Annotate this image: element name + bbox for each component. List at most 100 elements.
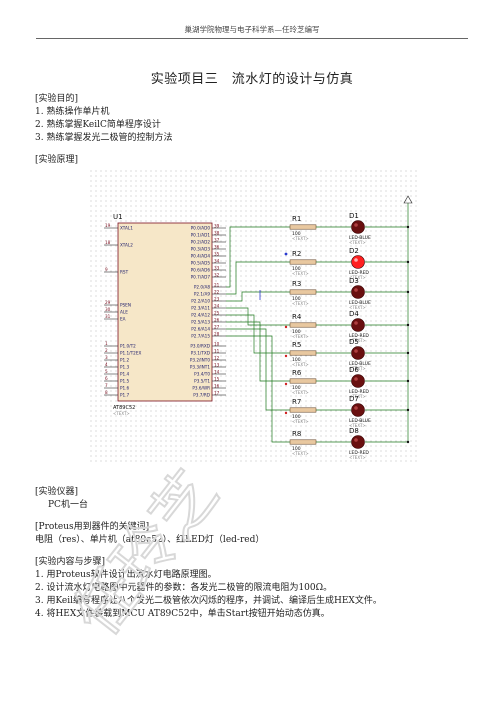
led-highlight [354, 288, 358, 292]
instrument-heading: [实验仪器] [35, 487, 79, 497]
junction-dot [406, 351, 410, 355]
resistor [289, 407, 317, 413]
pin-number: 22 [214, 289, 220, 294]
resistor-value: 100 [292, 385, 301, 391]
chip-text: <TEXT> [113, 411, 130, 416]
pin-name: P2.7/A15 [191, 334, 210, 339]
chip-part: AT89C52 [113, 405, 135, 411]
resistor [289, 350, 317, 356]
led-highlight [354, 438, 358, 442]
junction-dot [406, 290, 410, 294]
resistor-ref: R3 [292, 280, 301, 288]
led-part: LED-RED [349, 450, 369, 456]
pin-number: 30 [105, 307, 111, 312]
pin-number: 1 [105, 341, 108, 346]
led-text: <TEXT> [349, 275, 366, 280]
led [351, 318, 365, 332]
pin-number: 27 [214, 324, 220, 329]
resistor-value: 100 [292, 266, 301, 272]
resistor-text: <TEXT> [292, 390, 309, 395]
pin-number: 4 [105, 362, 108, 367]
led-text: <TEXT> [349, 394, 366, 399]
purpose-item: 1. 熟练操作单片机 [35, 107, 110, 117]
page-header: 巢湖学院物理与电子科学系—任玲芝编写 [184, 25, 320, 34]
pin-number: 37 [214, 237, 220, 242]
resistor-text: <TEXT> [292, 419, 309, 424]
steps-heading: [实验内容与步骤] [35, 557, 106, 567]
pin-name: P2.6/A14 [191, 327, 210, 332]
pin-name: P3.2/INT0 [190, 358, 211, 363]
led [351, 374, 365, 388]
resistor-ref: R1 [292, 215, 301, 223]
resistor-text: <TEXT> [292, 301, 309, 306]
led-part: LED-RED [349, 333, 369, 339]
pin-name: P1.1/T2EX [120, 351, 141, 356]
led-ref: D6 [349, 366, 359, 374]
purpose-item: 3. 熟练掌握发光二极管的控制方法 [35, 133, 173, 143]
led-text: <TEXT> [349, 366, 366, 371]
junction-dot [406, 323, 410, 327]
pin-number: 18 [105, 240, 111, 245]
pin-name: P1.6 [120, 386, 130, 391]
pin-name: P2.4/A12 [191, 313, 210, 318]
resistor-text: <TEXT> [292, 334, 309, 339]
resistor-ref: R7 [292, 398, 301, 406]
pin-number: 33 [214, 265, 220, 270]
led-text: <TEXT> [349, 423, 366, 428]
resistor [289, 322, 317, 328]
resistor [289, 439, 317, 445]
pin-number: 10 [214, 341, 220, 346]
pin-number: 36 [214, 244, 220, 249]
pin-number: 14 [214, 369, 220, 374]
pin-number: 24 [214, 303, 220, 308]
probe-marker [284, 354, 288, 358]
led-part: LED-RED [349, 270, 369, 276]
led-ref: D7 [349, 395, 359, 403]
pin-number: 17 [214, 390, 220, 395]
junction-dot [406, 440, 410, 444]
led-part: LED-BLUE [349, 235, 371, 241]
instrument-body: PC机一台 [48, 500, 88, 510]
pin-number: 26 [214, 317, 220, 322]
pin-name: P3.6/WR [192, 386, 210, 391]
pin-number: 35 [214, 251, 220, 256]
pin-number: 7 [105, 383, 108, 388]
pin-name: P3.3/INT1 [190, 365, 211, 370]
keyword-heading: [Proteus用到器件的关键词] [35, 522, 150, 532]
led [351, 403, 365, 417]
pin-number: 12 [214, 355, 220, 360]
resistor-text: <TEXT> [292, 451, 309, 456]
page-title: 实验项目三 流水灯的设计与仿真 [150, 72, 354, 87]
resistor-value: 100 [292, 231, 301, 237]
pin-number: 6 [105, 376, 108, 381]
pin-name: P1.0/T2 [120, 344, 136, 349]
resistor-ref: R2 [292, 250, 301, 258]
led-highlight [354, 377, 358, 381]
pin-number: 5 [105, 369, 108, 374]
pin-number: 9 [105, 267, 108, 272]
probe-marker [284, 252, 288, 256]
pin-name: P1.2 [120, 358, 130, 363]
pin-name: P2.5/A13 [191, 320, 210, 325]
pin-name: P0.6/AD6 [191, 268, 211, 273]
pin-number: 38 [214, 230, 220, 235]
led-text: <TEXT> [349, 455, 366, 460]
led-ref: D8 [349, 427, 359, 435]
pin-number: 31 [105, 314, 111, 319]
led-ref: D5 [349, 338, 359, 346]
led [351, 346, 365, 360]
pin-name: P3.1/TXD [191, 351, 210, 356]
wire [226, 328, 290, 411]
pin-number: 15 [214, 376, 220, 381]
pin-name: P1.7 [120, 393, 130, 398]
step-item: 4. 将HEX文件装载到MCU AT89C52中，单击Start按钮开始动态仿真… [35, 609, 330, 619]
wire [226, 226, 290, 288]
pin-number: 25 [214, 310, 220, 315]
led-part: LED-RED [349, 389, 369, 395]
step-item: 2. 设计流水灯电路图中元器件的参数：各发光二极管的限流电阻为100Ω。 [35, 583, 333, 593]
led [351, 255, 365, 269]
led-ref: D1 [349, 212, 359, 220]
resistor-ref: R5 [292, 341, 301, 349]
led-ref: D2 [349, 247, 359, 255]
